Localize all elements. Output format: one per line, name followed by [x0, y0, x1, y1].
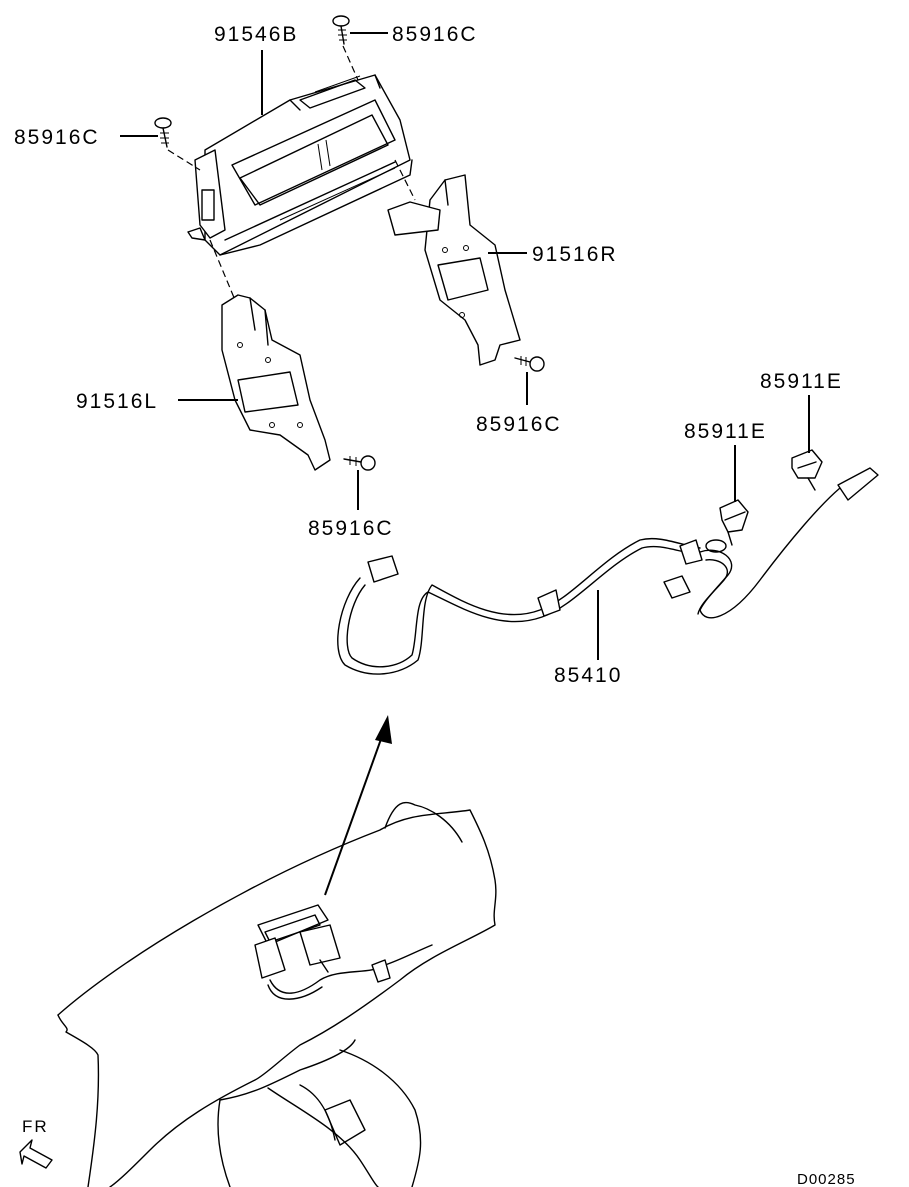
bracket-left — [221, 294, 331, 471]
bracket-right — [387, 174, 521, 366]
label-bulb-lower: 85911E — [684, 420, 767, 443]
wiring-harness — [337, 467, 879, 675]
label-meter: 91546B — [214, 23, 299, 46]
front-direction-label: FR — [22, 1117, 49, 1136]
screw-bottom — [343, 455, 376, 471]
label-screw-left: 85916C — [14, 126, 100, 149]
detail-arrow — [324, 715, 392, 896]
meter-unit — [187, 74, 413, 256]
label-screw-bottom: 85916C — [308, 517, 394, 540]
label-screw-right: 85916C — [476, 413, 562, 436]
label-screw-top: 85916C — [392, 23, 478, 46]
front-direction-arrow-icon — [19, 1139, 53, 1169]
label-bracket-right: 91516R — [532, 243, 618, 266]
label-harness: 85410 — [554, 664, 623, 687]
screw-left — [154, 117, 172, 148]
instrument-panel — [57, 801, 497, 1187]
screw-top — [332, 15, 350, 45]
drawing-code: D00285 — [797, 1171, 856, 1187]
bulb-socket-upper — [791, 449, 823, 479]
label-bracket-left: 91516L — [76, 390, 159, 413]
leader-lines — [120, 32, 810, 660]
label-bulb-upper: 85911E — [760, 370, 843, 393]
bulb-socket-lower — [719, 499, 749, 533]
screw-right — [514, 356, 545, 372]
